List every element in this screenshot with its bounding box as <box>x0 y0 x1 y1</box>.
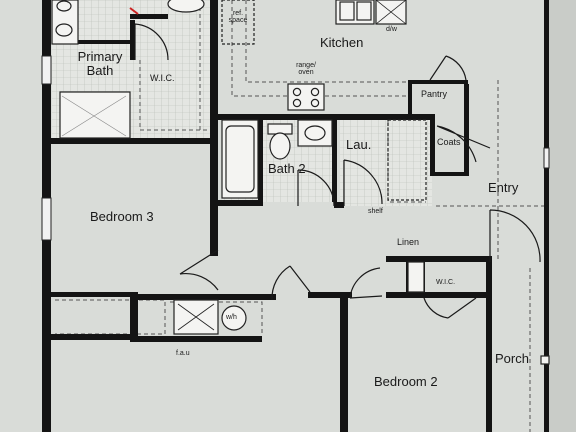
sink-icon <box>304 125 326 141</box>
door-swings <box>134 23 541 319</box>
ref-space <box>221 0 255 45</box>
fixtures <box>51 0 550 365</box>
walls <box>42 0 549 432</box>
sink-icon <box>55 23 73 37</box>
water-heater-icon <box>221 305 247 331</box>
toilet-icon <box>167 0 205 13</box>
label-porch: Porch <box>495 351 529 366</box>
label-kitchen: Kitchen <box>320 35 364 50</box>
label-dw: d/w <box>386 26 397 33</box>
porch-light-icon <box>540 355 550 365</box>
label-bedroom3: Bedroom 3 <box>90 209 154 224</box>
sink-icon <box>56 0 72 12</box>
label-ref-space: ref. space <box>222 10 254 25</box>
label-bath2: Bath 2 <box>268 161 306 176</box>
label-pantry: Pantry <box>421 89 448 99</box>
label-range-oven-line1: range/ <box>296 62 316 69</box>
range-icon <box>287 83 325 111</box>
label-shelf: shelf <box>368 208 383 215</box>
shower-icon <box>59 91 131 139</box>
label-coats: Coats <box>437 137 461 147</box>
vanity <box>51 0 79 45</box>
label-ref-space-line2: space <box>228 17 248 25</box>
label-ref-space-line1: ref. <box>232 10 244 17</box>
label-bedroom2: Bedroom 2 <box>374 374 438 389</box>
red-marker <box>129 7 139 15</box>
label-range-oven: range/ oven <box>286 62 326 77</box>
label-primary-bath-line2: Bath <box>86 62 114 78</box>
label-linen: Linen <box>397 237 420 247</box>
linen-shelves <box>407 261 425 293</box>
washer-dryer <box>387 119 427 201</box>
label-fau: f.a.u <box>176 350 190 357</box>
windows <box>41 55 550 241</box>
label-wh: w/h <box>226 314 237 321</box>
label-wic-small: W.I.C. <box>436 279 456 286</box>
toilet-icon <box>269 132 291 160</box>
label-entry: Entry <box>488 180 519 195</box>
label-range-oven-line2: oven <box>298 69 314 77</box>
label-primary-bath-line1: Primary <box>77 49 123 64</box>
label-laundry: Lau. <box>346 137 372 152</box>
label-wic-primary: W.I.C. <box>150 73 175 83</box>
label-primary-bath: Primary Bath <box>70 50 130 77</box>
